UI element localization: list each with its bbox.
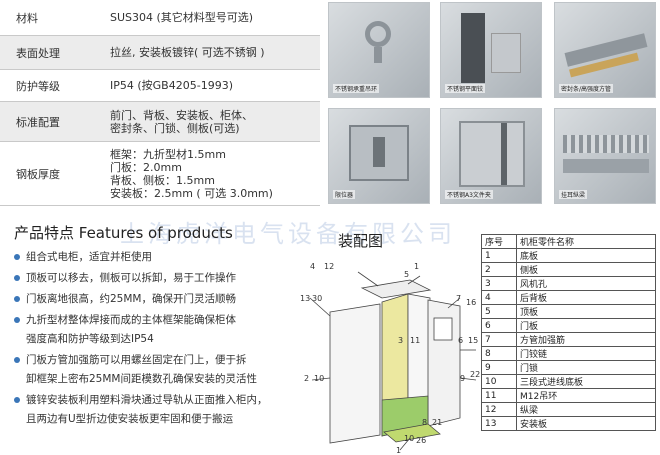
column-header: 机柜零件名称 <box>516 234 656 249</box>
bullet-icon <box>14 397 20 403</box>
feature-item: 九折型材整体焊接而成的主体框架能确保柜体强度高和防护等级到达IP54 <box>14 310 310 350</box>
column-header: 序号 <box>481 234 517 249</box>
spec-row-thickness: 钢板厚度 框架：九折型材1.5mm 门板：2.0mm 背板、侧板：1.5mm 安… <box>0 142 320 206</box>
part-label: 26 <box>416 436 427 445</box>
spec-key: 钢板厚度 <box>16 167 60 181</box>
bullet-icon <box>14 317 20 323</box>
spec-value: SUS304 (其它材料型号可选) <box>110 11 254 24</box>
features-list: 组合式电柜，适宜并柜使用 顶板可以移去，侧板可以拆卸，易于工作操作 门板离地很高… <box>14 247 310 430</box>
photo-limiter: 限位器 <box>328 108 430 204</box>
spec-table: 材料 SUS304 (其它材料型号可选) 表面处理 拉丝, 安装板镀锌( 可选不… <box>0 0 320 206</box>
assembly-drawing: 4 12 1 5 13 30 7 16 3 11 6 15 2 10 9 22 … <box>300 250 482 455</box>
part-label: 13 <box>300 294 311 303</box>
spec-key: 表面处理 <box>16 46 60 60</box>
part-label: 1 <box>396 446 402 455</box>
spec-key: 防护等级 <box>16 79 60 93</box>
photo-caption: 不锈钢平面铰 <box>445 84 486 93</box>
part-label: 16 <box>466 298 477 307</box>
part-label: 3 <box>398 336 404 345</box>
photo-seal-tube: 密封条/高强度方管 <box>554 2 656 98</box>
part-label: 7 <box>456 294 462 303</box>
spec-value: 拉丝, 安装板镀锌( 可选不锈钢 ) <box>110 46 265 59</box>
bullet-icon <box>14 357 20 363</box>
component-photos: 不锈钢承重吊环 不锈钢平面铰 密封条/高强度方管 限位器 不锈钢A3文件夹 挂耳… <box>328 2 658 204</box>
parts-header-row: 序号 机柜零件名称 <box>481 234 656 249</box>
photo-beam: 挂耳纵梁 <box>554 108 656 204</box>
photo-caption: 不锈钢承重吊环 <box>333 84 380 93</box>
feature-item: 顶板可以移去，侧板可以拆卸，易于工作操作 <box>14 268 310 289</box>
photo-caption: 密封条/高强度方管 <box>559 84 614 93</box>
assembly-title: 装配图 <box>338 232 384 250</box>
part-label: 1 <box>414 262 420 271</box>
spec-value: IP54 (按GB4205-1993) <box>110 79 233 92</box>
photo-caption: 挂耳纵梁 <box>559 190 588 199</box>
part-label: 5 <box>404 270 410 279</box>
spec-row-config: 标准配置 前门、背板、安装板、柜体、 密封条、门锁、侧板(可选) <box>0 102 320 142</box>
part-label: 11 <box>410 336 421 345</box>
part-label: 21 <box>432 418 443 427</box>
part-label: 15 <box>468 336 479 345</box>
part-label: 6 <box>458 336 464 345</box>
spec-value: 前门、背板、安装板、柜体、 密封条、门锁、侧板(可选) <box>110 108 253 135</box>
spec-row-surface: 表面处理 拉丝, 安装板镀锌( 可选不锈钢 ) <box>0 36 320 70</box>
part-label: 4 <box>310 262 316 271</box>
spec-key: 标准配置 <box>16 115 60 129</box>
watermark: 上海虎洋电气设备有限公司 <box>120 220 456 248</box>
feature-item: 组合式电柜，适宜并柜使用 <box>14 247 310 268</box>
spec-row-protection: 防护等级 IP54 (按GB4205-1993) <box>0 70 320 102</box>
spec-key: 材料 <box>16 11 38 25</box>
part-label: 30 <box>312 294 323 303</box>
feature-item: 门板方管加强筋可以用螺丝固定在门上，便于拆卸框架上密布25MM间距模数孔确保安装… <box>14 350 310 390</box>
part-label: 2 <box>304 374 310 383</box>
spec-value: 框架：九折型材1.5mm 门板：2.0mm 背板、侧板：1.5mm 安装板：2.… <box>110 147 273 200</box>
cabinet-exploded-diagram <box>309 271 477 451</box>
photo-lifting-eye: 不锈钢承重吊环 <box>328 2 430 98</box>
bullet-icon <box>14 254 20 260</box>
part-label: 9 <box>460 374 466 383</box>
part-label: 22 <box>470 370 481 379</box>
photo-caption: 限位器 <box>333 190 356 199</box>
feature-item: 镀锌安装板利用塑料滑块通过导轨从正面推入柜内，且两边有U型折边使安装板更牢固和便… <box>14 390 310 430</box>
spec-row-material: 材料 SUS304 (其它材料型号可选) <box>0 0 320 36</box>
features-title: 产品特点 Features of products <box>14 224 233 242</box>
photo-folder: 不锈钢A3文件夹 <box>440 108 542 204</box>
part-label: 12 <box>324 262 335 271</box>
bullet-icon <box>14 275 20 281</box>
bullet-icon <box>14 296 20 302</box>
feature-item: 门板离地很高，约25MM，确保开门灵活顺畅 <box>14 289 310 310</box>
part-label: 8 <box>422 418 428 427</box>
part-label: 10 <box>404 434 415 443</box>
photo-caption: 不锈钢A3文件夹 <box>445 190 493 199</box>
part-label: 10 <box>314 374 325 383</box>
photo-hinge: 不锈钢平面铰 <box>440 2 542 98</box>
